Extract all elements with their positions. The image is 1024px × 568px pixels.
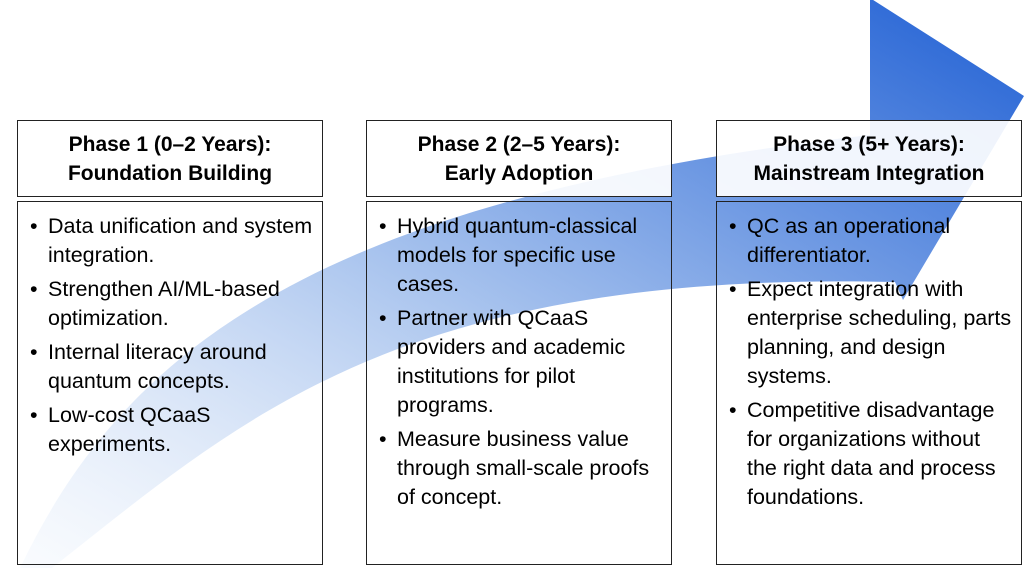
phase-3-header: Phase 3 (5+ Years): Mainstream Integrati…	[716, 120, 1022, 197]
phase-2-title-line2: Early Adoption	[444, 161, 594, 185]
phase-2-header: Phase 2 (2–5 Years): Early Adoption	[366, 120, 672, 197]
phase-3-title-line2: Mainstream Integration	[753, 161, 985, 185]
phase-1-header: Phase 1 (0–2 Years): Foundation Building	[17, 120, 323, 197]
phase-1-bullet: Low-cost QCaaS experiments.	[30, 401, 316, 459]
phase-2-bullet-list: Hybrid quantum-classical models for spec…	[379, 212, 665, 512]
phase-2-bullet: Hybrid quantum-classical models for spec…	[379, 212, 665, 299]
phase-3-column: Phase 3 (5+ Years): Mainstream Integrati…	[716, 120, 1022, 565]
phase-3-body: QC as an operational differentiator. Exp…	[716, 201, 1022, 565]
phase-2-bullet: Measure business value through small-sca…	[379, 425, 665, 512]
phase-1-bullet: Data unification and system integration.	[30, 212, 316, 270]
phase-2-bullet: Partner with QCaaS providers and academi…	[379, 304, 665, 420]
phase-2-title-line1: Phase 2 (2–5 Years):	[417, 132, 621, 156]
phase-3-bullet: QC as an operational differentiator.	[729, 212, 1015, 270]
phase-3-bullet-list: QC as an operational differentiator. Exp…	[729, 212, 1015, 512]
phase-3-bullet: Competitive disadvantage for organizatio…	[729, 396, 1015, 512]
phase-2-body: Hybrid quantum-classical models for spec…	[366, 201, 672, 565]
phase-1-bullet-list: Data unification and system integration.…	[30, 212, 316, 459]
phase-3-title-line1: Phase 3 (5+ Years):	[773, 132, 965, 156]
phase-1-body: Data unification and system integration.…	[17, 201, 323, 565]
phase-1-title-line2: Foundation Building	[67, 161, 273, 185]
phase-1-column: Phase 1 (0–2 Years): Foundation Building…	[17, 120, 323, 565]
phase-1-title-line1: Phase 1 (0–2 Years):	[68, 132, 272, 156]
phase-1-bullet: Strengthen AI/ML-based optimization.	[30, 275, 316, 333]
phase-3-bullet: Expect integration with enterprise sched…	[729, 275, 1015, 391]
phase-2-column: Phase 2 (2–5 Years): Early Adoption Hybr…	[366, 120, 672, 565]
phase-1-bullet: Internal literacy around quantum concept…	[30, 338, 316, 396]
